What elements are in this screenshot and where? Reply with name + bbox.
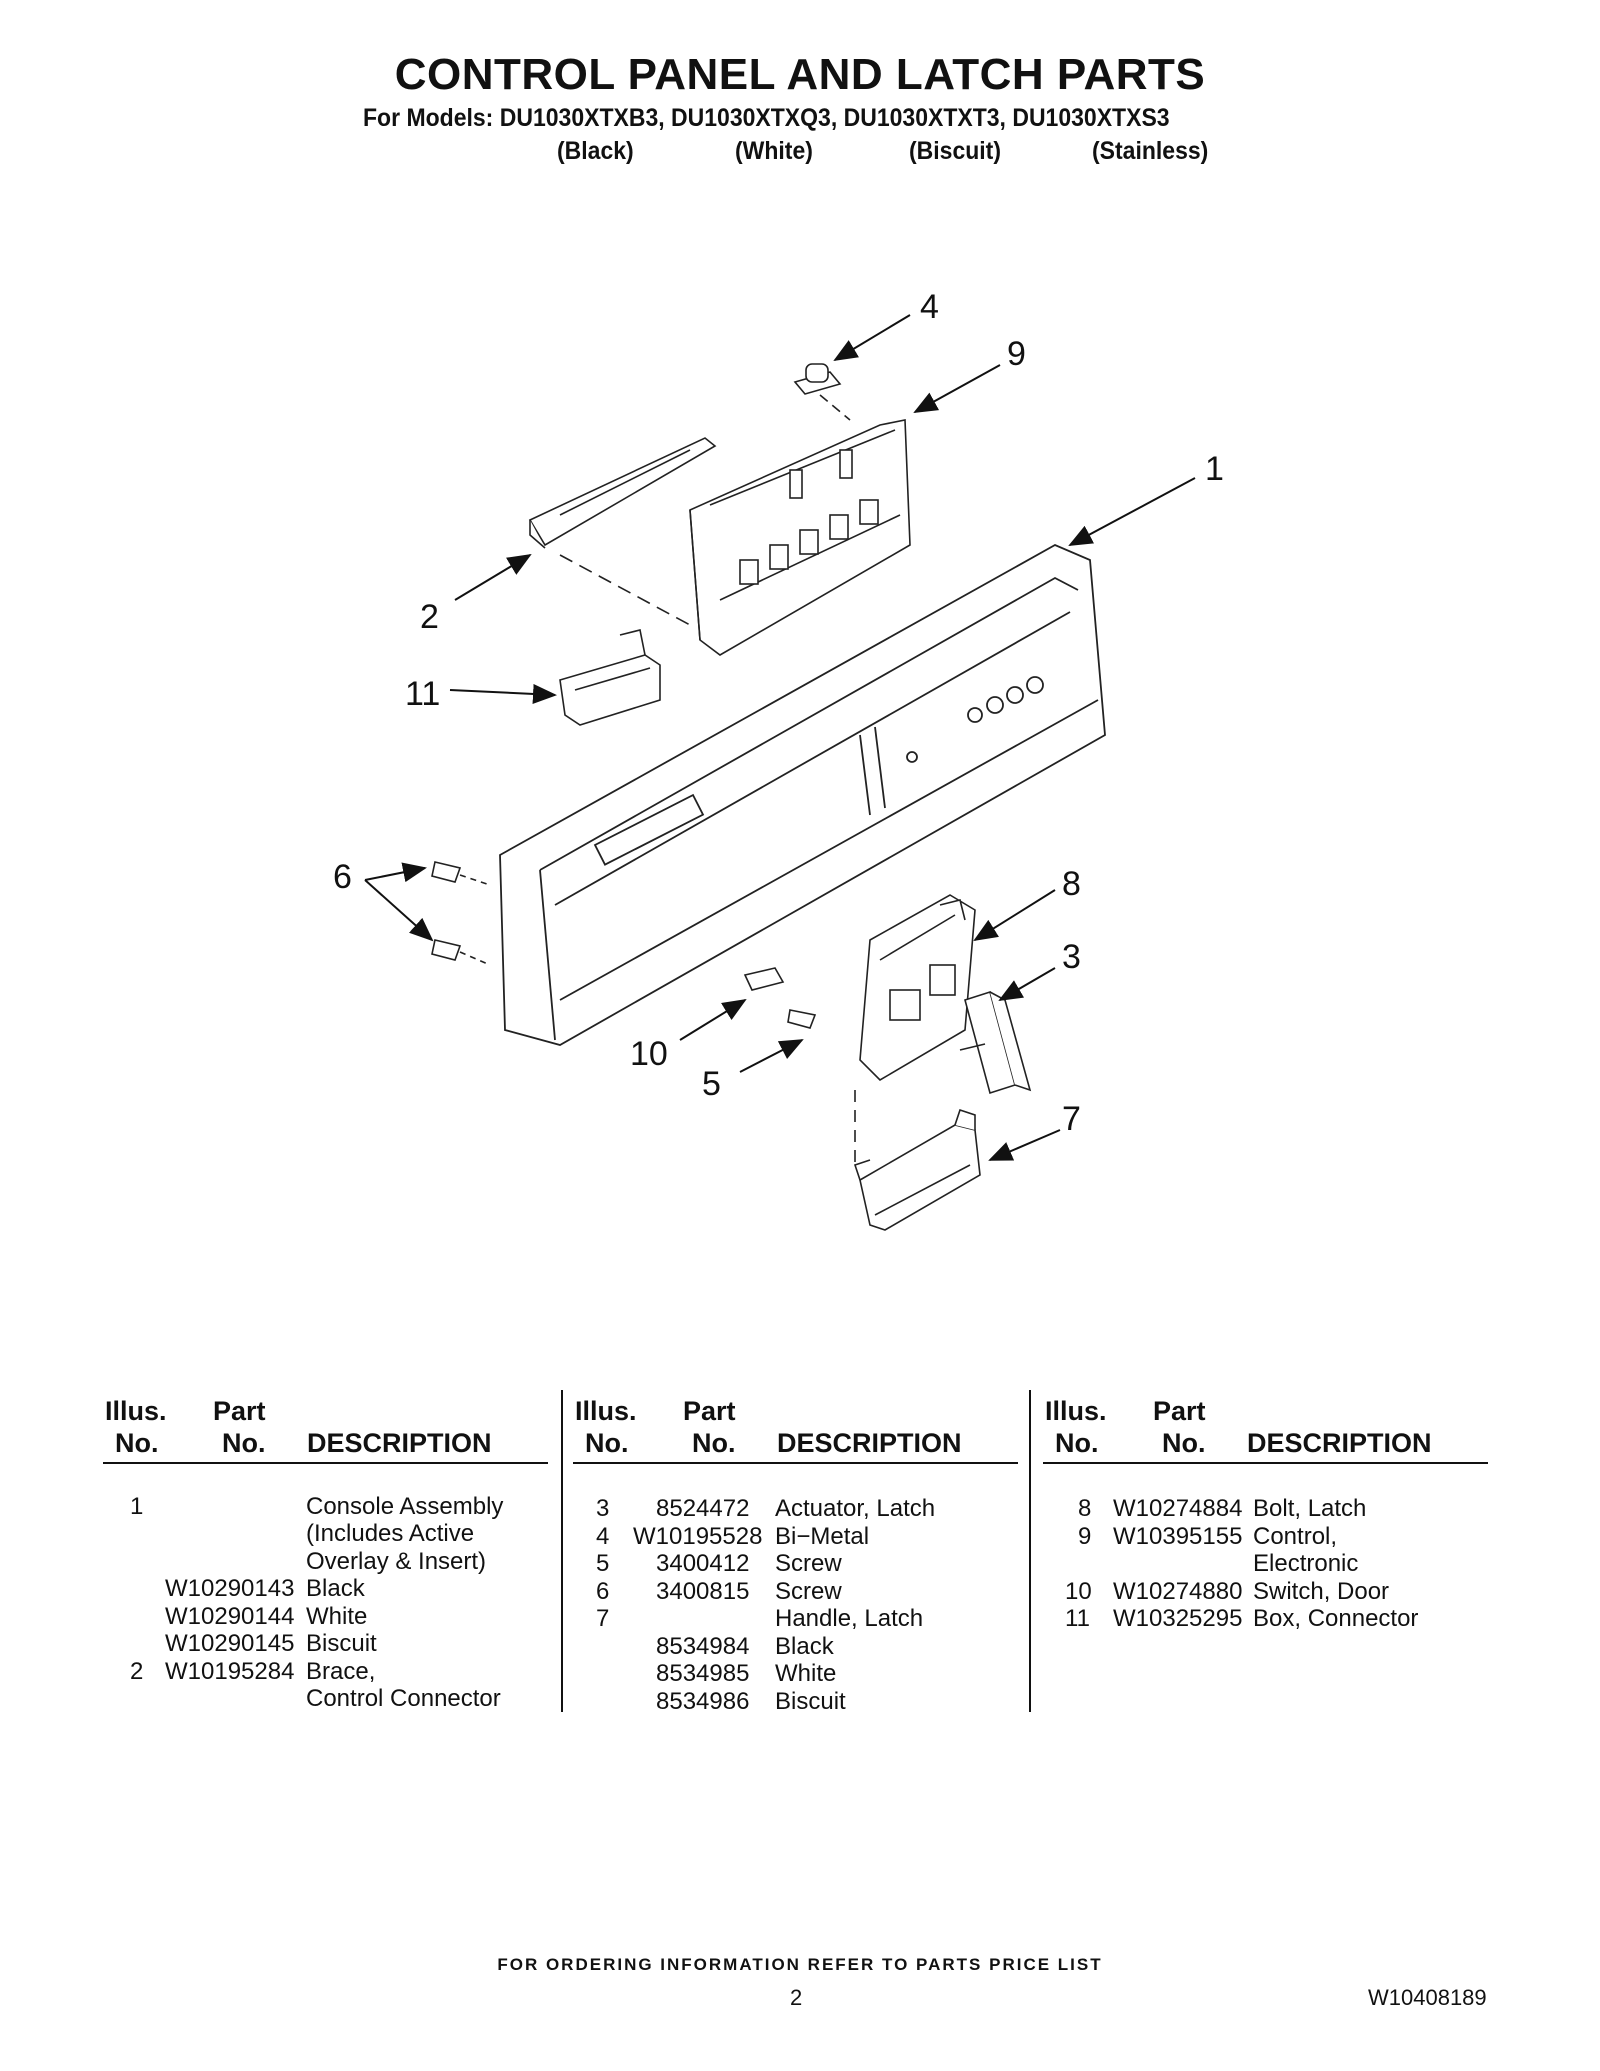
part-description: Screw: [775, 1550, 842, 1577]
part-description: Brace,: [306, 1658, 376, 1685]
col2-illus-header-1: Illus.: [575, 1396, 637, 1426]
col1-header-rule: [103, 1462, 548, 1464]
screw-parts: [431, 861, 491, 966]
brace-part: [528, 437, 717, 549]
part-number: 8534985: [656, 1660, 750, 1687]
part-number: 8524472: [656, 1495, 750, 1522]
console-part: [499, 543, 1106, 1046]
part-number: 3400412: [656, 1550, 750, 1577]
part-description: Screw: [775, 1578, 842, 1605]
part-description: Bolt, Latch: [1253, 1495, 1367, 1522]
part-number: W10195528: [633, 1523, 763, 1550]
illus-no: 3: [596, 1495, 610, 1522]
illus-no: 11: [1065, 1605, 1090, 1632]
col1-illus-header-2: No.: [115, 1428, 159, 1458]
col2-description-header: DESCRIPTION: [777, 1428, 962, 1458]
callout-7: 7: [1062, 1100, 1081, 1138]
part-number: W10274884: [1113, 1495, 1243, 1522]
col3-illus-header-2: No.: [1055, 1428, 1099, 1458]
ordering-note: FOR ORDERING INFORMATION REFER TO PARTS …: [497, 1955, 1103, 1974]
col2-illus-header-2: No.: [585, 1428, 629, 1458]
part-number: 8534986: [656, 1688, 750, 1715]
part-description: Biscuit: [775, 1688, 846, 1715]
color-label-black: (Black): [557, 137, 634, 165]
part-number: W10195284: [165, 1658, 295, 1685]
part-number: W10274880: [1113, 1578, 1243, 1605]
illus-no: 9: [1078, 1523, 1092, 1550]
part-description: Handle, Latch: [775, 1605, 924, 1632]
document-number: W10408189: [1368, 1985, 1487, 2010]
illus-no: 2: [130, 1658, 144, 1685]
part-number: W10290144: [165, 1603, 295, 1630]
illus-no: 7: [596, 1605, 610, 1632]
col1-part-header-2: No.: [222, 1428, 266, 1458]
illus-no: 10: [1065, 1578, 1092, 1605]
part-description: Actuator, Latch: [775, 1495, 936, 1522]
exploded-parts-diagram: 4 9 1 2 11 6 8 3 10 5 7: [333, 288, 1224, 1231]
callout-9: 9: [1007, 335, 1026, 373]
part-number: W10290145: [165, 1630, 295, 1657]
latch-bolt-part: [859, 894, 976, 1082]
part-description: Overlay & Insert): [306, 1548, 487, 1575]
illus-no: 4: [596, 1523, 610, 1550]
callout-10: 10: [630, 1035, 668, 1073]
bi-metal-part: [793, 363, 842, 395]
callout-5: 5: [702, 1065, 721, 1103]
part-number: W10325295: [1113, 1605, 1243, 1632]
col3-part-header-2: No.: [1162, 1428, 1206, 1458]
part-description: (Includes Active: [306, 1520, 475, 1547]
column-divider-1: [561, 1390, 563, 1712]
col1-illus-header-1: Illus.: [105, 1396, 167, 1426]
part-description: Black: [306, 1575, 365, 1602]
color-label-white: (White): [735, 137, 813, 165]
color-label-stainless: (Stainless): [1092, 137, 1209, 165]
col3-part-header-1: Part: [1153, 1396, 1206, 1426]
col2-part-header-2: No.: [692, 1428, 736, 1458]
part-description: Switch, Door: [1253, 1578, 1390, 1605]
col3-illus-header-1: Illus.: [1045, 1396, 1107, 1426]
part-description: Control,: [1253, 1523, 1338, 1550]
part-description: Black: [775, 1633, 834, 1660]
color-label-biscuit: (Biscuit): [909, 137, 1001, 165]
models-line: For Models: DU1030XTXB3, DU1030XTXQ3, DU…: [363, 104, 1170, 132]
illus-no: 6: [596, 1578, 610, 1605]
illus-no: 1: [130, 1493, 144, 1520]
latch-actuator-part: [959, 990, 1032, 1095]
part-description: White: [306, 1603, 368, 1630]
column-divider-2: [1029, 1390, 1031, 1712]
callout-8: 8: [1062, 865, 1081, 903]
callout-11: 11: [405, 675, 440, 713]
callout-2: 2: [420, 598, 439, 636]
part-number: W10290143: [165, 1575, 295, 1602]
page-title: CONTROL PANEL AND LATCH PARTS: [394, 50, 1206, 99]
door-switch-part: [743, 967, 785, 991]
col2-part-header-1: Part: [683, 1396, 736, 1426]
callout-3: 3: [1062, 938, 1081, 976]
part-description: Control Connector: [306, 1685, 501, 1712]
illus-no: 8: [1078, 1495, 1092, 1522]
part-number: W10395155: [1113, 1523, 1243, 1550]
illus-no: 5: [596, 1550, 610, 1577]
col1-description-header: DESCRIPTION: [307, 1428, 492, 1458]
callout-6: 6: [333, 858, 352, 896]
col2-header-rule: [573, 1462, 1018, 1464]
part-description: Electronic: [1253, 1550, 1359, 1577]
col3-header-rule: [1043, 1462, 1488, 1464]
col1-part-header-1: Part: [213, 1396, 266, 1426]
connector-box-part: [559, 629, 661, 726]
electronic-control-part: [689, 419, 911, 656]
small-screw-part: [787, 1009, 817, 1029]
part-description: Box, Connector: [1253, 1605, 1419, 1632]
part-description: Bi−Metal: [775, 1523, 870, 1550]
latch-handle-part: [853, 1108, 981, 1231]
part-number: 8534984: [656, 1633, 750, 1660]
page-number: 2: [790, 1985, 803, 2010]
part-description: White: [775, 1660, 837, 1687]
part-number: 3400815: [656, 1578, 750, 1605]
callout-1: 1: [1205, 450, 1224, 488]
part-description: Console Assembly: [306, 1493, 504, 1520]
col3-description-header: DESCRIPTION: [1247, 1428, 1432, 1458]
part-description: Biscuit: [306, 1630, 377, 1657]
callout-4: 4: [920, 288, 939, 326]
